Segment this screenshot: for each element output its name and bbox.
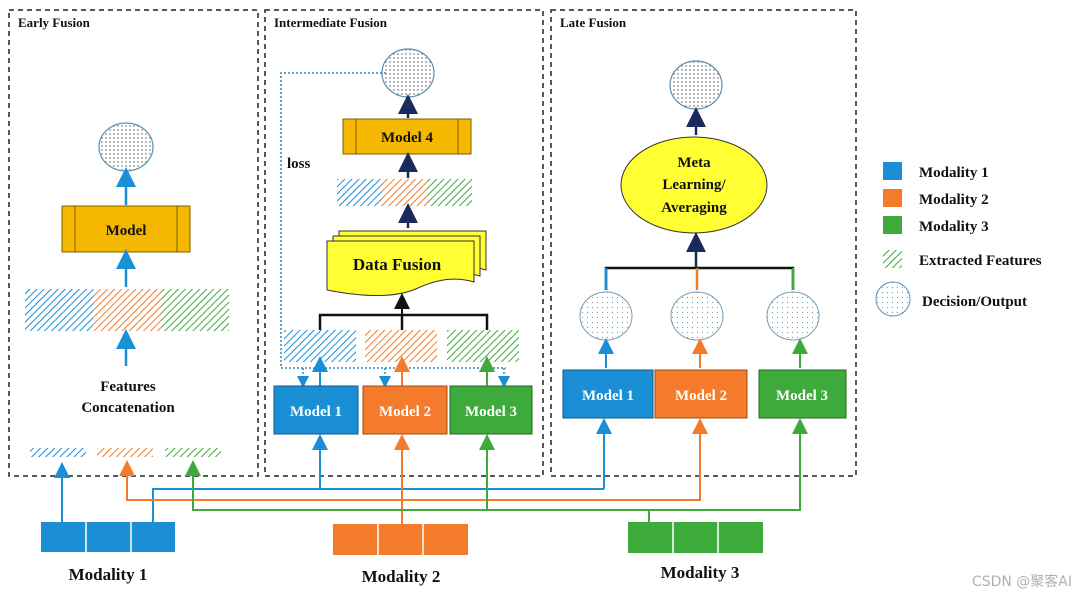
features-label-line2: Concatenation <box>81 400 175 416</box>
early-decision-output <box>98 122 154 172</box>
watermark: CSDN @聚客AI <box>972 573 1072 590</box>
intermediate-fusion-content: Model 4 Data Fusion loss <box>273 48 533 435</box>
intermediate-fused-features <box>337 179 472 206</box>
legend-decision: Decision/Output <box>922 294 1027 310</box>
legend-swatch-modality1 <box>883 162 902 180</box>
loss-feedback-line <box>280 72 506 369</box>
early-model-label: Model <box>106 223 147 239</box>
green-routing <box>185 418 808 522</box>
legend-swatch-extracted <box>883 250 902 268</box>
loss-label: loss <box>287 156 311 172</box>
meta-label-line2: Learning/ <box>662 177 726 193</box>
late-model3-box: Model 3 <box>758 369 847 419</box>
early-model-box: Model <box>61 205 191 253</box>
late-decision-output <box>669 60 723 110</box>
early-fusion-panel: Early Fusion <box>8 9 259 477</box>
intermediate-model3-box: Model 3 <box>449 385 533 435</box>
legend-extracted: Extracted Features <box>919 253 1042 269</box>
intermediate-model1-label: Model 1 <box>290 404 342 420</box>
legend-swatch-decision <box>875 281 911 317</box>
intermediate-model2-box: Model 2 <box>362 385 448 435</box>
modality2-input: Modality 2 <box>333 524 468 586</box>
intermediate-extracted-features <box>284 330 519 362</box>
early-fusion-content: Model Features Concatenation <box>25 122 229 457</box>
intermediate-model1-box: Model 1 <box>273 385 359 435</box>
intermediate-model3-label: Model 3 <box>465 404 517 420</box>
blue-routing <box>54 418 612 522</box>
legend-swatch-modality3 <box>883 216 902 234</box>
features-label-line1: Features <box>100 379 156 395</box>
meta-label-line3: Averaging <box>661 200 727 216</box>
intermediate-fusion-title: Intermediate Fusion <box>274 15 388 30</box>
intermediate-model2-label: Model 2 <box>379 404 431 420</box>
legend: Modality 1 Modality 2 Modality 3 Extract… <box>875 162 1042 317</box>
modality1-input: Modality 1 <box>41 522 175 584</box>
intermediate-fusion-panel: Intermediate Fusion <box>264 9 544 477</box>
late-fusion-panel: Late Fusion <box>550 9 857 477</box>
legend-swatch-modality2 <box>883 189 902 207</box>
legend-modality3: Modality 3 <box>919 219 989 235</box>
data-fusion-block: Data Fusion <box>326 230 487 296</box>
late-decision-2 <box>670 291 724 341</box>
early-small-features <box>30 448 221 457</box>
late-model2-label: Model 2 <box>675 388 727 404</box>
late-model3-label: Model 3 <box>776 388 828 404</box>
late-decision-1 <box>579 291 633 341</box>
late-decision-3 <box>766 291 820 341</box>
legend-modality1: Modality 1 <box>919 165 989 181</box>
late-model1-box: Model 1 <box>562 369 654 419</box>
model4-label: Model 4 <box>381 130 434 146</box>
orange-routing <box>119 418 708 524</box>
legend-modality2: Modality 2 <box>919 192 989 208</box>
modality3-label: Modality 3 <box>661 563 740 582</box>
modality3-input: Modality 3 <box>628 522 763 582</box>
data-fusion-label: Data Fusion <box>353 255 442 274</box>
early-concatenated-features <box>25 289 229 331</box>
model4-box: Model 4 <box>342 118 472 155</box>
meta-label-line1: Meta <box>677 155 711 171</box>
intermediate-decision-output <box>381 48 435 98</box>
meta-learning-node: Meta Learning/ Averaging <box>620 136 768 234</box>
late-fusion-content: Meta Learning/ Averaging Model 1 Model 2… <box>562 60 847 419</box>
modality1-label: Modality 1 <box>69 565 148 584</box>
modality2-label: Modality 2 <box>362 567 441 586</box>
early-fusion-title: Early Fusion <box>18 15 91 30</box>
late-model2-box: Model 2 <box>654 369 748 419</box>
late-fusion-title: Late Fusion <box>560 15 627 30</box>
late-model1-label: Model 1 <box>582 388 634 404</box>
